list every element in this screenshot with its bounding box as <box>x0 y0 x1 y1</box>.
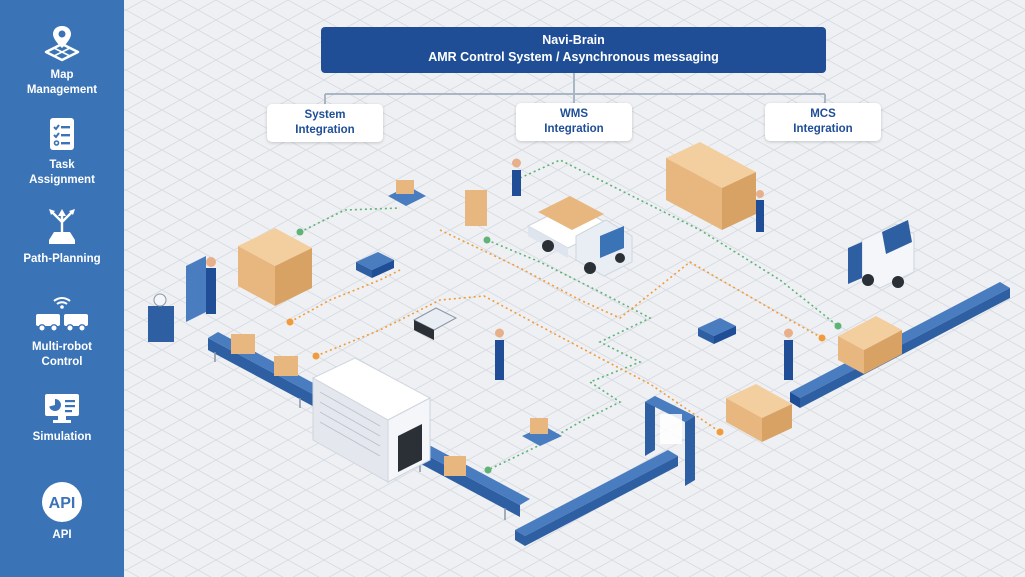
workers <box>206 158 793 380</box>
sidebar-item-map-management[interactable]: Map Management <box>0 22 124 98</box>
green-path-lines <box>299 159 839 471</box>
sidebar-item-task-assignment[interactable]: Task Assignment <box>0 116 124 188</box>
amr-robots <box>356 180 736 446</box>
path-nodes <box>286 228 842 474</box>
integration-line1: MCS <box>810 108 836 120</box>
sidebar-item-simulation[interactable]: Simulation <box>0 392 124 445</box>
header-subtitle: AMR Control System / Asynchronous messag… <box>428 50 719 64</box>
sidebar-item-api[interactable]: API API <box>0 480 124 543</box>
integration-line1: System <box>304 109 346 121</box>
map-pin-icon <box>44 26 80 62</box>
warehouse-illustration <box>124 0 1025 577</box>
sidebar-item-label: Path-Planning <box>23 253 101 265</box>
checklist-icon <box>50 118 74 150</box>
orange-path-lines <box>289 229 823 433</box>
header-connectors <box>324 73 826 104</box>
system-integration-label[interactable]: System Integration <box>267 104 383 142</box>
workstation-left <box>148 256 206 342</box>
arch-scanner <box>645 396 695 486</box>
wms-integration-label[interactable]: WMS Integration <box>516 103 632 141</box>
sidebar-item-label-2: Control <box>41 356 83 368</box>
forklift <box>848 220 915 289</box>
navi-brain-header: Navi-Brain AMR Control System / Asynchro… <box>321 27 826 73</box>
api-badge-icon: API <box>42 482 82 522</box>
api-badge-text: API <box>49 495 76 512</box>
mcs-integration-label[interactable]: MCS Integration <box>765 103 881 141</box>
box-stack-left <box>238 228 312 306</box>
sidebar-item-label: Simulation <box>32 431 92 443</box>
integration-line2: Integration <box>793 123 853 135</box>
box-stack-top-right <box>666 142 756 230</box>
integration-line2: Integration <box>295 124 355 136</box>
warehouse-diagram: Navi-Brain AMR Control System / Asynchro… <box>124 0 1025 577</box>
sidebar-item-label: Task <box>49 159 75 171</box>
header-title: Navi-Brain <box>542 33 605 47</box>
sidebar-item-path-planning[interactable]: Path-Planning <box>0 204 124 267</box>
sidebar-item-label: API <box>52 529 72 541</box>
packaging-machine <box>311 357 432 483</box>
conveyor-center <box>515 450 678 546</box>
integration-line2: Integration <box>544 123 604 135</box>
box-stack-conveyor-right <box>838 316 902 374</box>
delivery-truck <box>526 196 633 277</box>
path-split-icon <box>49 209 75 244</box>
sidebar: Map Management Task Assignment Path-Plan… <box>0 0 124 577</box>
robots-icon <box>36 297 88 332</box>
small-boxes <box>231 190 487 476</box>
sidebar-item-multi-robot-control[interactable]: Multi-robot Control <box>0 296 124 370</box>
box-stack-bottom-right <box>726 384 792 442</box>
integration-line1: WMS <box>559 108 589 120</box>
sidebar-item-label: Map <box>50 69 74 81</box>
monitor-chart-icon <box>45 394 79 423</box>
sidebar-item-label-2: Management <box>26 84 98 96</box>
sidebar-item-label-2: Assignment <box>29 174 95 186</box>
sidebar-item-label: Multi-robot <box>31 341 93 353</box>
